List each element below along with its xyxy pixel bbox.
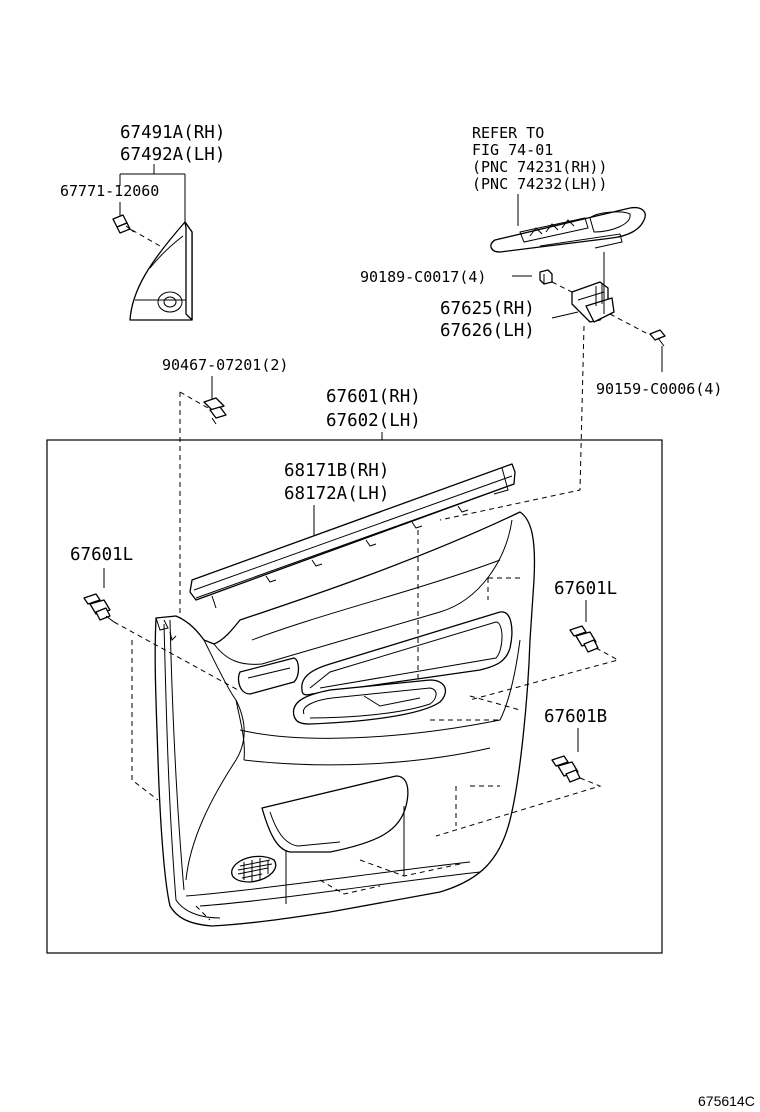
label-clip-right-upper: 67601L	[554, 579, 617, 599]
mirror-leader	[119, 164, 186, 222]
label-mirror-clip: 67771-12060	[60, 182, 159, 200]
mirror-cover-part	[129, 221, 193, 321]
clip-top-group: 90467-07201(2)	[162, 356, 288, 640]
label-refer-1: REFER TO	[472, 124, 544, 142]
switch-panel-part	[490, 206, 646, 253]
label-panel-lh: 67602(LH)	[326, 411, 421, 431]
clip-right-lower-part	[551, 755, 581, 783]
clip-left-part	[83, 593, 115, 623]
speaker-grille	[231, 855, 277, 883]
mirror-cover-group: 67491A(RH) 67492A(LH) 67771-12060	[60, 123, 225, 321]
label-nut: 90189-C0017(4)	[360, 268, 486, 286]
label-refer-2: FIG 74-01	[472, 141, 553, 159]
label-panel-rh: 67601(RH)	[326, 387, 421, 407]
label-screw: 90159-C0006(4)	[596, 380, 722, 398]
label-clip-left: 67601L	[70, 545, 133, 565]
label-mirror-cover-lh: 67492A(LH)	[120, 145, 225, 165]
label-clip-top: 90467-07201(2)	[162, 356, 288, 374]
mirror-clip-part	[112, 214, 135, 234]
clip-left-group: 67601L	[70, 545, 239, 801]
nut-part	[539, 269, 553, 285]
label-clip-right-lower: 67601B	[544, 707, 607, 727]
label-weatherstrip-lh: 68172A(LH)	[284, 484, 389, 504]
switch-refer-group: REFER TO FIG 74-01 (PNC 74231(RH)) (PNC …	[360, 124, 722, 521]
figure-code: 675614C	[698, 1093, 755, 1109]
clip-right-upper-part	[569, 625, 599, 653]
label-refer-4: (PNC 74232(LH))	[472, 175, 607, 193]
clip-right-upper-group: 67601L	[469, 579, 620, 701]
panel-frame	[46, 439, 663, 954]
label-mirror-cover-rh: 67491A(RH)	[120, 123, 225, 143]
screw-part	[649, 329, 666, 347]
weatherstrip-part	[189, 463, 516, 609]
label-bracket-lh: 67626(LH)	[440, 321, 535, 341]
label-refer-3: (PNC 74231(RH))	[472, 158, 607, 176]
label-bracket-rh: 67625(RH)	[440, 299, 535, 319]
clip-right-lower-group: 67601B	[435, 707, 607, 837]
door-trim-panel-part	[154, 511, 536, 927]
bracket-part	[571, 281, 615, 323]
label-weatherstrip-rh: 68171B(RH)	[284, 461, 389, 481]
clip-top-part	[203, 397, 227, 425]
